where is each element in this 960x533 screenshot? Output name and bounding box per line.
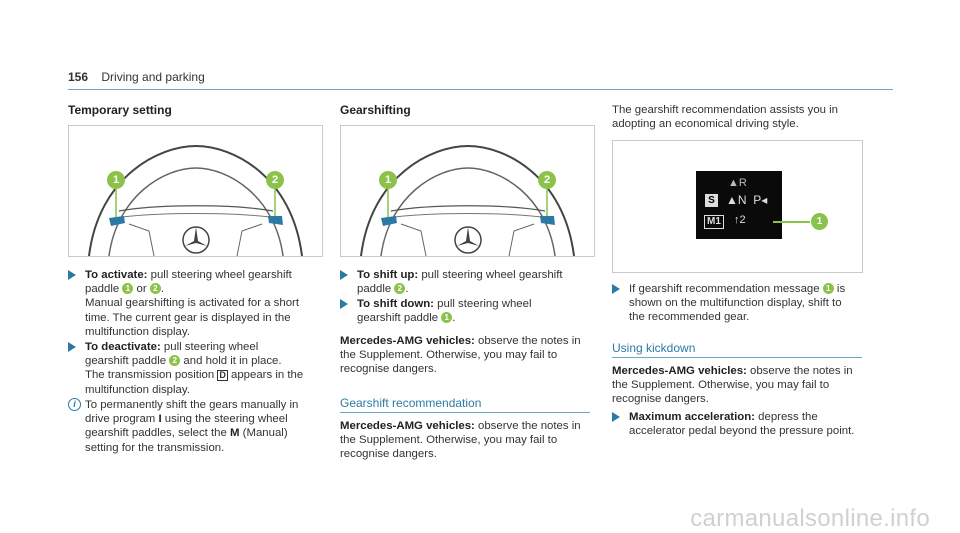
arrow-icon	[340, 299, 348, 309]
max-acceleration-bullet: Maximum acceleration: depress the accele…	[612, 410, 862, 445]
chapter-title: Driving and parking	[101, 70, 205, 84]
steering-wheel-figure: 1 2	[68, 125, 323, 257]
arrow-icon	[68, 342, 76, 352]
d-position-symbol: D	[217, 370, 228, 382]
steering-wheel-illustration	[88, 144, 303, 257]
arrow-icon	[340, 270, 348, 280]
shift-up-bullet: To shift up: pull steering wheel gearshi…	[340, 268, 585, 298]
amg-note: Mercedes-AMG vehicles: observe the notes…	[340, 335, 581, 376]
gearshift-recommendation-heading: Gearshift recommendation	[340, 396, 482, 410]
recommendation-bullet: If gearshift recommendation message 1 is…	[612, 282, 862, 332]
activate-bullet: To activate: pull steering wheel gearshi…	[68, 268, 313, 338]
amg-note-3: Mercedes-AMG vehicles: observe the notes…	[612, 365, 853, 406]
display-top-gear: ▲R	[728, 177, 747, 189]
callout-2: 2	[538, 171, 556, 189]
arrow-icon	[68, 270, 76, 280]
header-rule	[68, 89, 893, 90]
info-icon: i	[68, 398, 81, 411]
amg-note-2: Mercedes-AMG vehicles: observe the notes…	[340, 420, 581, 461]
current-gear: M1	[704, 215, 724, 229]
gearshifting-heading: Gearshifting	[340, 103, 411, 117]
steering-wheel-illustration	[360, 144, 575, 257]
callout-2: 2	[266, 171, 284, 189]
shift-down-bullet: To shift down: pull steering wheel gears…	[340, 297, 585, 327]
callout-1: 1	[379, 171, 397, 189]
display-figure: ▲R S ▲N P◂ M1 ↑2 1	[612, 140, 863, 273]
section-rule	[340, 412, 590, 413]
drive-program-indicator: S	[705, 194, 718, 207]
using-kickdown-heading: Using kickdown	[612, 341, 696, 355]
watermark: carmanualsonline.info	[690, 505, 930, 532]
arrow-icon	[612, 284, 620, 294]
deactivate-bullet: To deactivate: pull steering wheel gears…	[68, 340, 313, 396]
steering-wheel-figure-2: 1 2	[340, 125, 595, 257]
arrow-icon	[612, 412, 620, 422]
callout-line	[773, 221, 810, 223]
recommended-gear: ↑2	[734, 214, 746, 226]
recommendation-intro: The gearshift recommendation assists you…	[612, 104, 839, 131]
section-rule	[612, 357, 862, 358]
temporary-setting-heading: Temporary setting	[68, 103, 172, 117]
page-header: 156 Driving and parking	[68, 70, 205, 84]
info-note: i To permanently shift the gears manuall…	[68, 398, 313, 458]
page-number: 156	[68, 70, 89, 84]
multifunction-display: ▲R S ▲N P◂ M1 ↑2	[696, 171, 782, 239]
callout-1: 1	[107, 171, 125, 189]
display-gears: ▲N P◂	[726, 193, 768, 207]
callout-1: 1	[811, 213, 828, 230]
